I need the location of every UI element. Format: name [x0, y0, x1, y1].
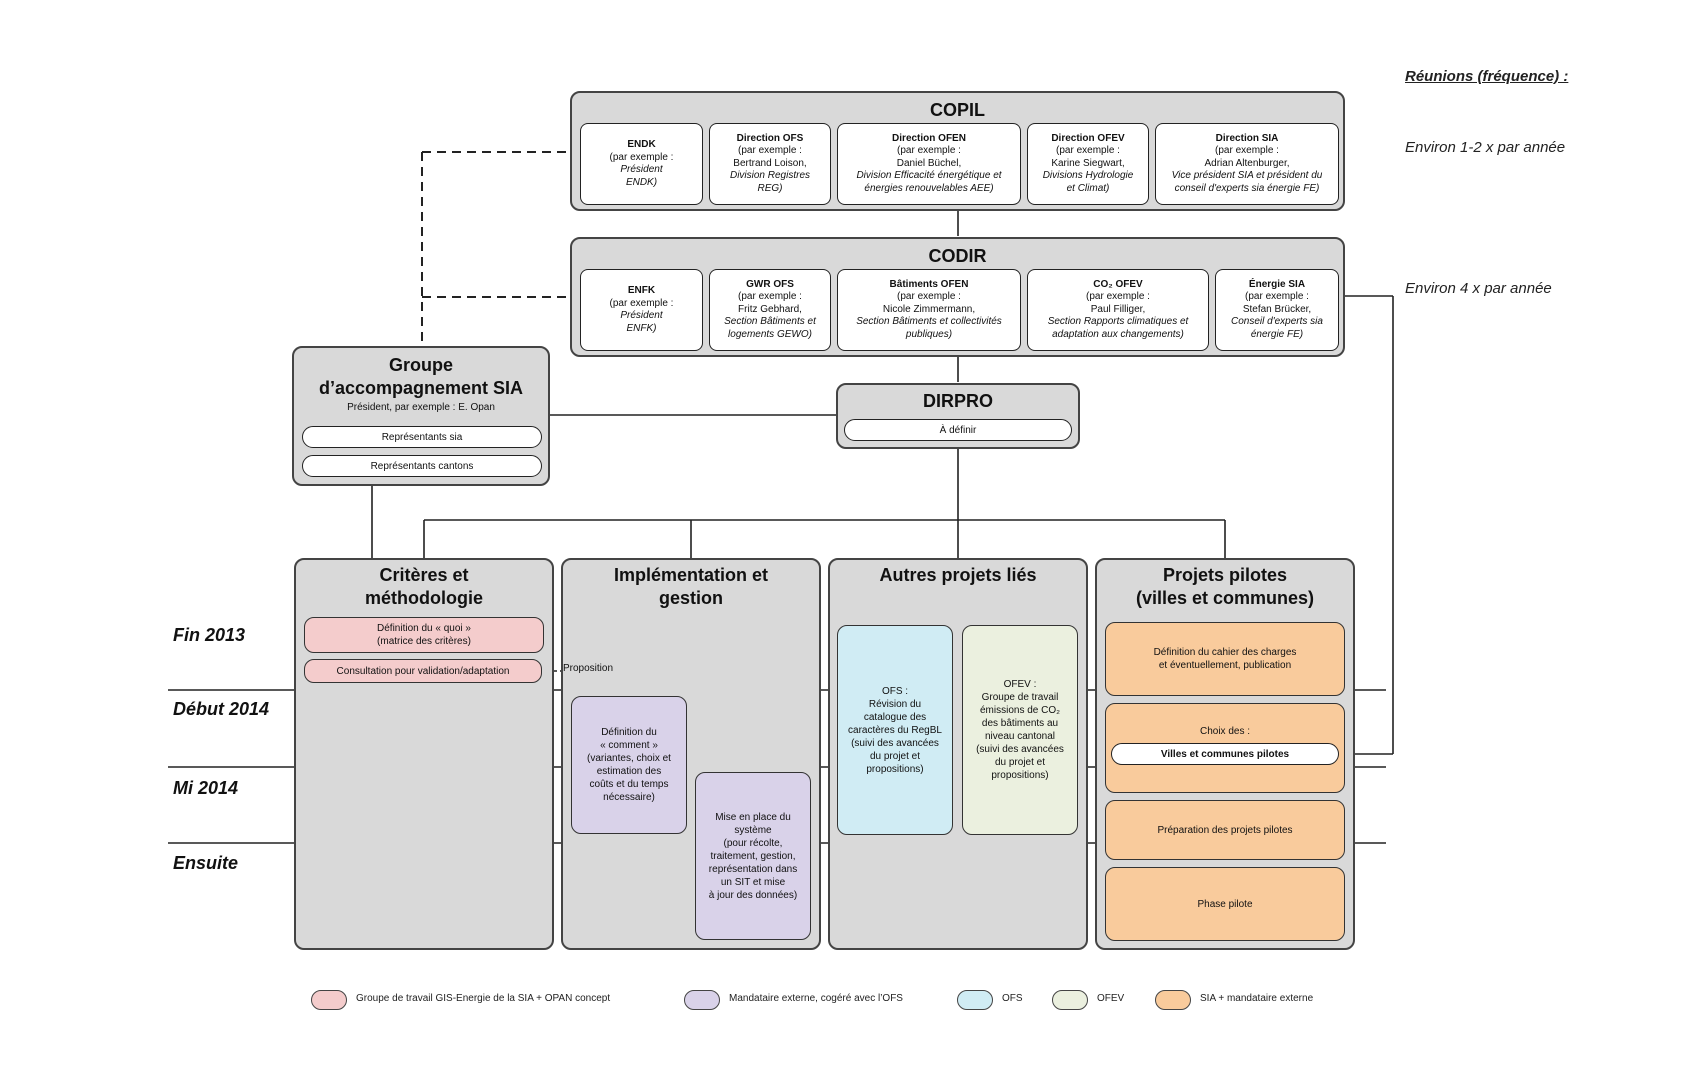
dirpro-item: À définir	[844, 419, 1072, 441]
codir-member-co2-ofev: CO₂ OFEV(par exemple :Paul Filliger,Sect…	[1027, 269, 1209, 351]
groupe-subtitle: Président, par exemple : E. Opan	[347, 402, 495, 413]
groupe-title-2: d’accompagnement SIA	[318, 378, 524, 398]
legend-swatch-sia-mandataire	[1155, 990, 1191, 1010]
villes-communes-pilotes: Villes et communes pilotes	[1111, 743, 1339, 765]
legend-swatch-ofev	[1052, 990, 1088, 1010]
copil-member-sia: Direction SIA(par exemple :Adrian Altenb…	[1155, 123, 1339, 205]
legend-label-sia-opan: Groupe de travail GIS-Energie de la SIA …	[356, 993, 611, 1004]
codir-title: CODIR	[928, 246, 987, 266]
legend-label-sia-mandataire: SIA + mandataire externe	[1200, 993, 1314, 1004]
proposition-label: Proposition	[563, 663, 614, 674]
timeline-debut-2014: Début 2014	[173, 699, 270, 719]
column-criteres-title-2: méthodologie	[365, 588, 483, 608]
legend-swatch-mandataire	[684, 990, 720, 1010]
column-implementation-title-1: Implémentation et	[613, 565, 769, 585]
timeline-fin-2013: Fin 2013	[173, 625, 246, 645]
codir-frequency: Environ 4 x par année	[1405, 280, 1552, 297]
codir-member-gwr-ofs: GWR OFS(par exemple :Fritz Gebhard,Secti…	[709, 269, 831, 351]
dirpro-title: DIRPRO	[922, 391, 993, 411]
groupe-title-1: Groupe	[388, 355, 453, 375]
task-definition-comment: Définition du« comment »(variantes, choi…	[571, 696, 687, 834]
copil-member-ofs: Direction OFS(par exemple :Bertrand Lois…	[709, 123, 831, 205]
timeline-mi-2014: Mi 2014	[173, 778, 239, 798]
task-consultation: Consultation pour validation/adaptation	[304, 659, 542, 683]
legend-label-ofev: OFEV	[1097, 993, 1125, 1004]
choix-label: Choix des :	[1199, 726, 1251, 737]
column-pilotes-title-1: Projets pilotes	[1162, 565, 1288, 585]
groupe-accompagnement-box: Groupe d’accompagnement SIA Président, p…	[292, 346, 550, 486]
legend-label-mandataire: Mandataire externe, cogéré avec l’OFS	[729, 993, 903, 1004]
task-definition-quoi: Définition du « quoi »(matrice des critè…	[304, 617, 544, 653]
copil-title: COPIL	[929, 100, 985, 120]
groupe-rep-sia: Représentants sia	[302, 426, 542, 448]
timeline-ensuite: Ensuite	[173, 853, 239, 873]
column-implementation-title-2: gestion	[658, 588, 723, 608]
groupe-rep-cantons: Représentants cantons	[302, 455, 542, 477]
legend-swatch-ofs	[957, 990, 993, 1010]
codir-member-energie-sia: Énergie SIA(par exemple :Stefan Brücker,…	[1215, 269, 1339, 351]
copil-member-ofev: Direction OFEV(par exemple :Karine Siegw…	[1027, 123, 1149, 205]
copil-member-ofen: Direction OFEN(par exemple :Daniel Büche…	[837, 123, 1021, 205]
column-criteres-title-1: Critères et	[379, 565, 469, 585]
legend-label-ofs: OFS	[1002, 993, 1023, 1004]
task-phase-pilote: Phase pilote	[1105, 867, 1345, 941]
column-autres-title-1: Autres projets liés	[879, 565, 1037, 585]
dirpro-box: DIRPRO À définir	[836, 383, 1080, 449]
codir-member-batiments-ofen: Bâtiments OFEN(par exemple :Nicole Zimme…	[837, 269, 1021, 351]
legend-swatch-sia-opan	[311, 990, 347, 1010]
column-pilotes-title-2: (villes et communes)	[1135, 588, 1315, 608]
meetings-heading: Réunions (fréquence) :	[1405, 68, 1569, 85]
copil-frequency: Environ 1-2 x par année	[1405, 139, 1566, 156]
task-preparation: Préparation des projets pilotes	[1105, 800, 1345, 860]
